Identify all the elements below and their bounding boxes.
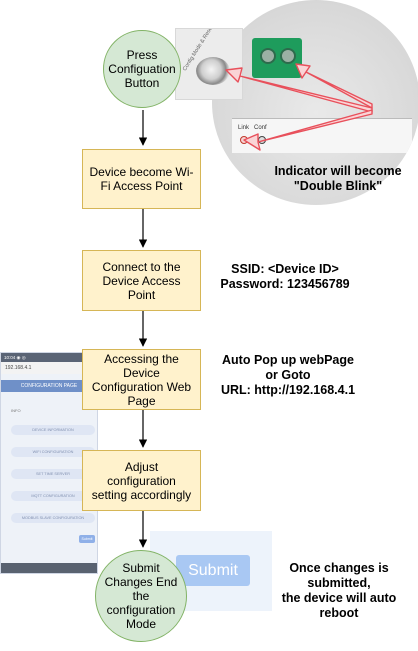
config-button-photo: Config Mode & Reset Indicator: [175, 28, 243, 100]
note-auto-reboot: Once changes is submitted, the device wi…: [264, 561, 414, 621]
phone-info-label: INFO: [11, 408, 21, 413]
note-ssid-password: SSID: <Device ID> Password: 123456789: [210, 262, 360, 292]
node-submit-changes: Submit Changes End the configuration Mod…: [95, 550, 187, 642]
note-autopop-line1: Auto Pop up webPage: [222, 353, 354, 367]
note-indicator: Indicator will become "Double Blink": [266, 164, 410, 194]
node-connect-access-point: Connect to the Device Access Point: [82, 250, 201, 311]
config-button-icon: [196, 57, 230, 85]
phone-screenshot: 10:04 ◉ ◎ 192.168.4.1 CONFIGURATION PAGE…: [0, 352, 98, 574]
note-auto-popup: Auto Pop up webPage or Goto URL: http://…: [208, 353, 368, 398]
phone-wifi-config-button: WIFI CONFIGURATION: [11, 447, 95, 457]
note-autopop-line2: or Goto: [265, 368, 311, 382]
note-reboot-line4: reboot: [319, 606, 359, 620]
indicator-arrows: [225, 63, 373, 151]
submit-button-image: Submit: [176, 555, 250, 586]
phone-mqtt-config-button: MQTT CONFIGURATION: [11, 491, 95, 501]
label-conf: Conf: [254, 125, 267, 131]
phone-device-info-button: DEVICE INFORMATION: [11, 425, 95, 435]
label-link: Link: [238, 125, 250, 131]
node-press-config-button: Press Configuation Button: [103, 30, 181, 108]
phone-modbus-config-button: MODBUS SLAVE CONFIGURATION: [11, 513, 95, 523]
node-accessing-config-page: Accessing the Device Configuration Web P…: [82, 349, 201, 410]
note-ssid: SSID: <Device ID>: [231, 262, 339, 276]
red-arrow-to-button: [225, 67, 373, 113]
node-wifi-access-point: Device become Wi-Fi Access Point: [82, 149, 201, 209]
phone-status-bar: 10:04 ◉ ◎: [1, 353, 97, 362]
note-reboot-line2: submitted,: [307, 576, 371, 590]
note-reboot-line1: Once changes is: [289, 561, 389, 575]
phone-url-bar: 192.168.4.1: [1, 362, 97, 374]
note-indicator-line2: "Double Blink": [293, 179, 383, 193]
terminal-block: [252, 38, 302, 78]
phone-page-header: CONFIGURATION PAGE: [1, 380, 97, 392]
note-password: Password: 123456789: [220, 277, 350, 291]
phone-nav-bar: [1, 563, 97, 573]
red-arrow-to-terminal: [295, 63, 373, 109]
note-indicator-line1: Indicator will become: [274, 164, 402, 178]
note-autopop-line3: URL: http://192.168.4.1: [220, 383, 356, 397]
phone-submit-button: Submit: [79, 535, 95, 543]
hardware-closeup-image: Link Conf: [212, 0, 418, 205]
note-reboot-line3: the device will auto: [281, 591, 397, 605]
red-arrow-to-led: [243, 109, 373, 151]
node-adjust-settings: Adjust configuration setting accordingly: [82, 450, 201, 511]
phone-time-server-button: SET TIME SERVER: [11, 469, 95, 479]
